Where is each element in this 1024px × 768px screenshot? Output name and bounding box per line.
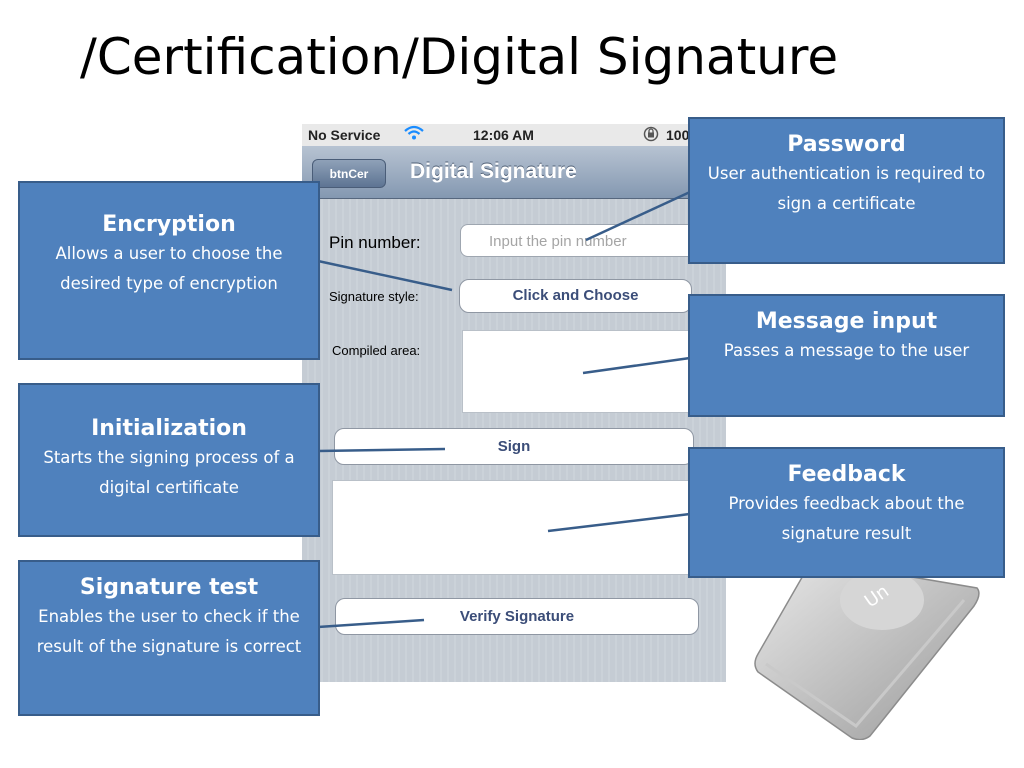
rotation-lock-icon bbox=[642, 126, 660, 145]
signature-style-label: Signature style: bbox=[329, 289, 419, 304]
encryption-callout-title: Encryption bbox=[102, 212, 236, 237]
back-button[interactable]: btnCer bbox=[312, 159, 386, 188]
status-bar: No Service 12:06 AM 100% bbox=[302, 124, 726, 147]
message-connector bbox=[582, 356, 691, 375]
encryption-callout: Encryption Allows a user to choose the d… bbox=[18, 181, 320, 360]
initialization-connector bbox=[317, 447, 446, 453]
encryption-callout-desc: Allows a user to choose the desired type… bbox=[55, 244, 283, 293]
signature-test-callout: Signature test Enables the user to check… bbox=[18, 560, 320, 716]
initialization-callout: Initialization Starts the signing proces… bbox=[18, 383, 320, 537]
password-callout: Password User authentication is required… bbox=[688, 117, 1005, 264]
wifi-icon bbox=[403, 125, 425, 144]
feedback-textbox bbox=[332, 480, 726, 575]
clock-label: 12:06 AM bbox=[473, 127, 534, 143]
phone-screenshot: No Service 12:06 AM 100% btnCer Digital … bbox=[302, 124, 726, 682]
signature-test-callout-desc: Enables the user to check if the result … bbox=[36, 607, 302, 656]
initialization-callout-title: Initialization bbox=[91, 416, 247, 441]
slide-title: /Certification/Digital Signature bbox=[80, 28, 839, 86]
message-callout-desc: Passes a message to the user bbox=[723, 341, 970, 360]
compiled-area-textbox[interactable] bbox=[462, 330, 700, 413]
message-callout-title: Message input bbox=[755, 309, 938, 334]
navigation-bar: btnCer Digital Signature bbox=[302, 146, 726, 199]
message-input-callout: Message input Passes a message to the us… bbox=[688, 294, 1005, 417]
verify-signature-button[interactable]: Verify Signature bbox=[335, 598, 699, 635]
feedback-callout-title: Feedback bbox=[787, 462, 906, 487]
signature-test-connector bbox=[317, 618, 425, 629]
encryption-connector bbox=[317, 259, 453, 292]
compiled-area-label: Compiled area: bbox=[332, 343, 421, 358]
feedback-connector bbox=[547, 512, 691, 533]
initialization-callout-desc: Starts the signing process of a digital … bbox=[43, 448, 295, 497]
password-callout-desc: User authentication is required to sign … bbox=[707, 164, 986, 213]
feedback-callout-desc: Provides feedback about the signature re… bbox=[728, 494, 965, 543]
usb-token-image: Un bbox=[752, 559, 982, 741]
feedback-callout: Feedback Provides feedback about the sig… bbox=[688, 447, 1005, 578]
signature-style-button[interactable]: Click and Choose bbox=[459, 279, 692, 313]
nav-title: Digital Signature bbox=[410, 160, 577, 183]
pin-label: Pin number: bbox=[329, 233, 421, 252]
carrier-label: No Service bbox=[308, 127, 381, 143]
password-connector bbox=[585, 190, 691, 242]
sign-button[interactable]: Sign bbox=[334, 428, 694, 465]
signature-test-callout-title: Signature test bbox=[79, 575, 259, 600]
password-callout-title: Password bbox=[787, 132, 906, 157]
